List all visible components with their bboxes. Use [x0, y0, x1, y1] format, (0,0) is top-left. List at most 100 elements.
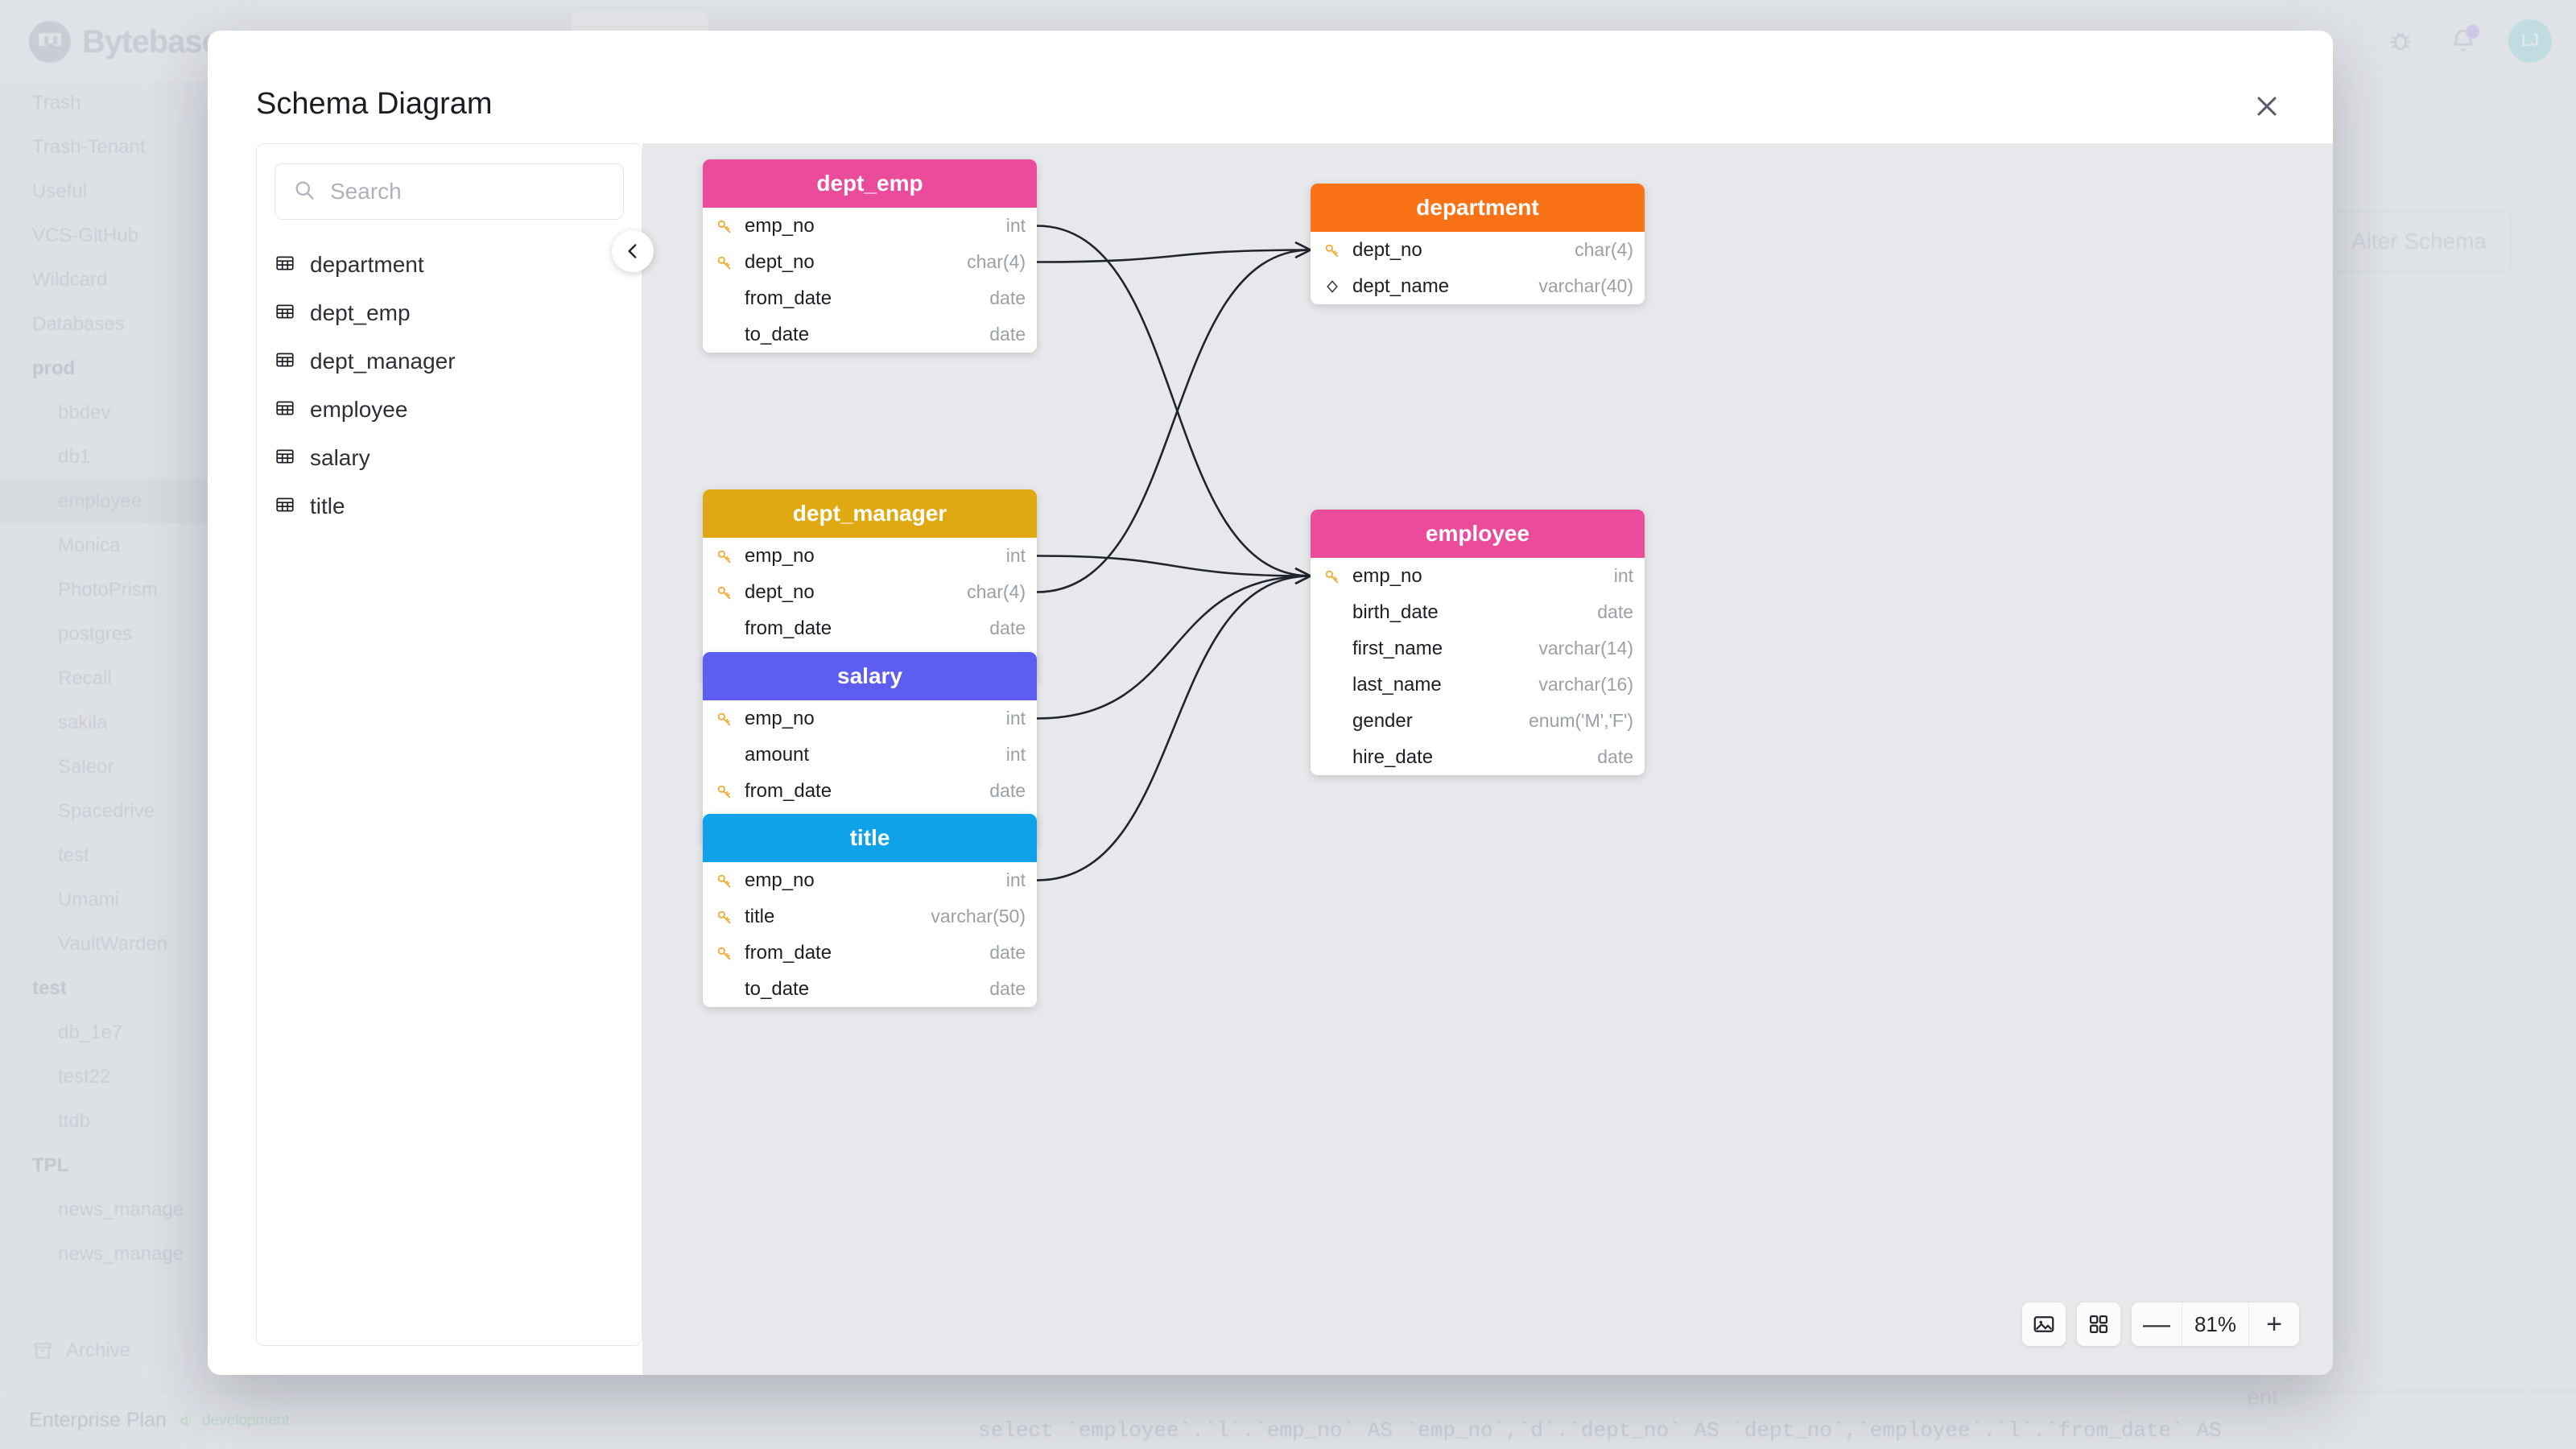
background-sidebar-item[interactable]: sakila — [58, 711, 108, 733]
column-row: to_date date — [703, 316, 1037, 353]
column-name: emp_no — [745, 544, 815, 567]
background-sidebar-item[interactable]: prod — [32, 357, 76, 379]
table-list-item-department[interactable]: department — [257, 241, 642, 289]
image-icon[interactable] — [2022, 1302, 2066, 1346]
background-sidebar-item[interactable]: Spacedrive — [58, 799, 155, 822]
background-sidebar-item[interactable]: db_1e7 — [58, 1021, 123, 1043]
background-sidebar-item[interactable]: Recall — [58, 667, 112, 689]
table-list-item-salary[interactable]: salary — [257, 434, 642, 482]
background-sidebar-item[interactable]: TPL — [32, 1154, 69, 1176]
background-sidebar-item[interactable]: postgres — [58, 622, 133, 645]
chevron-left-icon — [628, 244, 637, 258]
column-type: date — [989, 978, 1026, 999]
brand-name: Bytebase — [82, 23, 220, 60]
column-name: from_date — [745, 617, 832, 639]
background-sidebar-item[interactable]: Umami — [58, 888, 119, 910]
background-sidebar-item[interactable]: news_manage — [58, 1198, 184, 1220]
relationship-edge — [1036, 575, 1311, 881]
column-type: date — [1597, 746, 1633, 767]
column-name: first_name — [1352, 637, 1443, 659]
search-box[interactable] — [275, 163, 624, 220]
column-type: date — [989, 942, 1026, 963]
close-icon[interactable] — [2243, 82, 2291, 130]
column-row: hire_date date — [1311, 739, 1645, 775]
background-sidebar-item[interactable]: VaultWarden — [58, 932, 168, 955]
notification-badge — [2466, 25, 2479, 39]
background-sidebar-item[interactable]: test — [58, 844, 89, 866]
bytebase-logo-icon — [29, 21, 71, 63]
environment-label: development — [201, 1411, 290, 1429]
background-sidebar-item[interactable]: Trash — [32, 91, 81, 114]
column-type: int — [1005, 708, 1026, 729]
background-sidebar-item[interactable]: PhotoPrism — [58, 578, 159, 601]
key-icon — [714, 944, 735, 962]
collapse-panel-button[interactable] — [612, 230, 654, 272]
search-input[interactable] — [330, 179, 605, 204]
background-sidebar-item[interactable]: Databases — [32, 312, 125, 335]
table-list-item-title[interactable]: title — [257, 482, 642, 530]
column-type: int — [1005, 215, 1026, 236]
table-node-title: title — [703, 814, 1037, 862]
table-list-item-dept_manager[interactable]: dept_manager — [257, 337, 642, 386]
background-sidebar-item[interactable]: Wildcard — [32, 268, 108, 291]
table-icon — [275, 301, 295, 326]
diamond-icon — [1322, 279, 1343, 295]
column-name: last_name — [1352, 673, 1442, 696]
table-node-title: department — [1311, 184, 1645, 232]
column-type: int — [1005, 744, 1026, 765]
column-name: birth_date — [1352, 601, 1439, 623]
background-sidebar-item[interactable]: db1 — [58, 445, 91, 468]
grid-icon[interactable] — [2077, 1302, 2120, 1346]
column-name: to_date — [745, 323, 810, 345]
background-sidebar-item[interactable]: employee — [0, 479, 208, 523]
key-icon — [714, 217, 735, 235]
background-sidebar-item[interactable]: VCS-GitHub — [32, 224, 139, 246]
column-name: hire_date — [1352, 745, 1434, 768]
column-name: dept_name — [1352, 275, 1450, 297]
key-icon — [714, 584, 735, 601]
table-node-salary[interactable]: salaryemp_nointamountintfrom_datedateto_… — [703, 652, 1037, 845]
table-icon — [275, 494, 295, 519]
background-sidebar-item[interactable]: test22 — [58, 1065, 111, 1088]
background-sidebar-item[interactable]: news_manage — [58, 1242, 184, 1265]
relationship-edge — [1036, 225, 1311, 577]
background-sidebar-item[interactable]: Saleor — [58, 755, 114, 778]
background-sidebar-item[interactable]: ttdb — [58, 1109, 91, 1132]
avatar[interactable]: LJ — [2508, 19, 2552, 63]
background-sidebar-item[interactable]: Useful — [32, 180, 88, 202]
bug-icon[interactable] — [2383, 23, 2418, 59]
table-list-item-dept_emp[interactable]: dept_emp — [257, 289, 642, 337]
table-list-item-employee[interactable]: employee — [257, 386, 642, 434]
column-name: emp_no — [745, 869, 815, 891]
table-icon — [275, 253, 295, 278]
key-icon — [714, 782, 735, 800]
sidebar-item-archive[interactable]: Archive — [32, 1340, 130, 1362]
key-icon — [714, 908, 735, 926]
relationship-edge — [1036, 249, 1311, 593]
column-type: date — [989, 324, 1026, 345]
background-sidebar-item[interactable]: Monica — [58, 534, 121, 556]
alter-schema-button[interactable]: Alter Schema — [2326, 211, 2512, 272]
bell-icon[interactable] — [2446, 23, 2481, 59]
background-sidebar-item[interactable]: bbdev — [58, 401, 111, 423]
table-icon — [275, 446, 295, 471]
background-sidebar-item[interactable]: Trash-Tenant — [32, 135, 146, 158]
zoom-out-button[interactable]: — — [2143, 1308, 2170, 1340]
background-sidebar-item[interactable]: test — [32, 976, 67, 999]
zoom-in-button[interactable]: + — [2266, 1308, 2282, 1340]
